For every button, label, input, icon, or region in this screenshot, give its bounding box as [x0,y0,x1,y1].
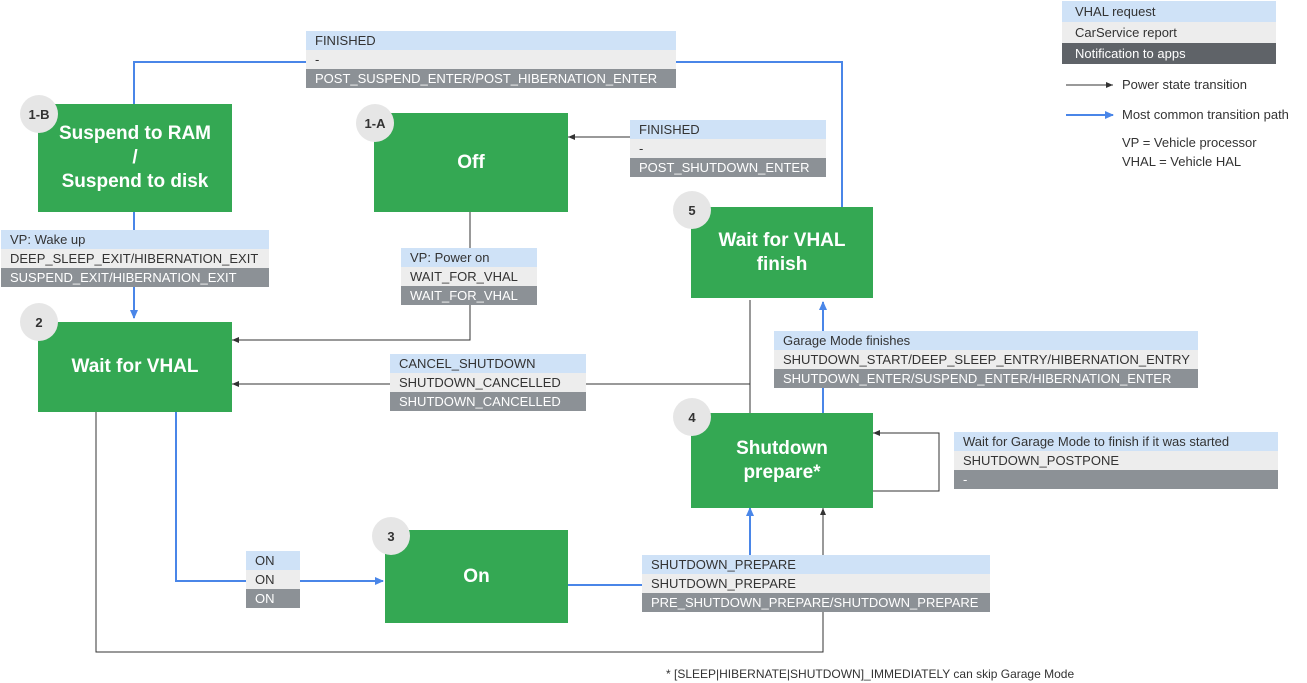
carservice-report-row: - [630,139,826,158]
badge-3: 3 [372,517,410,555]
transition-postpone-loop [873,432,940,492]
label-wake-up: VP: Wake up DEEP_SLEEP_EXIT/HIBERNATION_… [1,230,269,287]
label-shutdown-prepare: SHUTDOWN_PREPARE SHUTDOWN_PREPARE PRE_SH… [642,555,990,612]
notification-row: SUSPEND_EXIT/HIBERNATION_EXIT [1,268,269,287]
label-shutdown-postpone: Wait for Garage Mode to finish if it was… [954,432,1278,489]
state-wait-for-vhal-finish-title: Wait for VHAL finish [718,229,846,275]
vhal-request-row: CANCEL_SHUTDOWN [390,354,586,373]
state-shutdown-prepare-title: Shutdown prepare* [736,437,828,483]
carservice-report-row: WAIT_FOR_VHAL [401,267,537,286]
footnote: * [SLEEP|HIBERNATE|SHUTDOWN]_IMMEDIATELY… [666,667,1075,681]
legend-vp: VP = Vehicle processor [1122,135,1257,150]
legend-notification: Notification to apps [1062,43,1276,64]
vhal-request-row: Wait for Garage Mode to finish if it was… [954,432,1278,451]
vhal-request-row: VP: Wake up [1,230,269,249]
notification-row: SHUTDOWN_CANCELLED [390,392,586,411]
carservice-report-row: ON [246,570,300,589]
state-shutdown-prepare: Shutdown prepare* [691,413,873,508]
state-suspend-title: Suspend to RAM / Suspend to disk [59,123,211,192]
carservice-report-row: SHUTDOWN_START/DEEP_SLEEP_ENTRY/HIBERNAT… [774,350,1198,369]
label-on: ON ON ON [246,551,300,608]
notification-row: POST_SHUTDOWN_ENTER [630,158,826,177]
notification-row: PRE_SHUTDOWN_PREPARE/SHUTDOWN_PREPARE [642,593,990,612]
label-garage-mode-finishes: Garage Mode finishes SHUTDOWN_START/DEEP… [774,331,1198,388]
legend-power-state-transition: Power state transition [1122,77,1248,92]
path-2-to-3 [175,412,384,585]
label-power-on: VP: Power on WAIT_FOR_VHAL WAIT_FOR_VHAL [401,248,537,305]
legend-common-path: Most common transition path [1122,107,1289,122]
label-finished-off: FINISHED - POST_SHUTDOWN_ENTER [630,120,826,177]
state-wait-for-vhal-title: Wait for VHAL [71,356,199,378]
badge-5: 5 [673,191,711,229]
state-wait-for-vhal-finish: Wait for VHAL finish [691,207,873,298]
badge-1a: 1-A [356,104,394,142]
state-on-title: On [463,565,490,587]
vhal-request-row: Garage Mode finishes [774,331,1198,350]
vhal-request-row: FINISHED [630,120,826,139]
vhal-request-row: SHUTDOWN_PREPARE [642,555,990,574]
legend-carservice-report: CarService report [1062,22,1276,43]
carservice-report-row: - [306,50,676,69]
label-cancel-shutdown: CANCEL_SHUTDOWN SHUTDOWN_CANCELLED SHUTD… [390,354,586,411]
carservice-report-row: DEEP_SLEEP_EXIT/HIBERNATION_EXIT [1,249,269,268]
state-on: On [385,530,568,623]
carservice-report-row: SHUTDOWN_PREPARE [642,574,990,593]
vhal-request-row: VP: Power on [401,248,537,267]
state-suspend: Suspend to RAM / Suspend to disk [38,104,232,212]
notification-row: WAIT_FOR_VHAL [401,286,537,305]
notification-row: SHUTDOWN_ENTER/SUSPEND_ENTER/HIBERNATION… [774,369,1198,388]
notification-row: - [954,470,1278,489]
vhal-request-row: ON [246,551,300,570]
carservice-report-row: SHUTDOWN_CANCELLED [390,373,586,392]
badge-2: 2 [20,303,58,341]
badge-1b: 1-B [20,95,58,133]
state-off-title: Off [457,151,485,173]
state-off: Off [374,113,568,212]
carservice-report-row: SHUTDOWN_POSTPONE [954,451,1278,470]
legend-vhal: VHAL = Vehicle HAL [1122,154,1242,169]
badge-4: 4 [673,398,711,436]
state-wait-for-vhal: Wait for VHAL [38,322,232,412]
vhal-request-row: FINISHED [306,31,676,50]
notification-row: ON [246,589,300,608]
legend-vhal-request: VHAL request [1062,1,1276,22]
notification-row: POST_SUSPEND_ENTER/POST_HIBERNATION_ENTE… [306,69,676,88]
label-finished-suspend: FINISHED - POST_SUSPEND_ENTER/POST_HIBER… [306,31,676,88]
